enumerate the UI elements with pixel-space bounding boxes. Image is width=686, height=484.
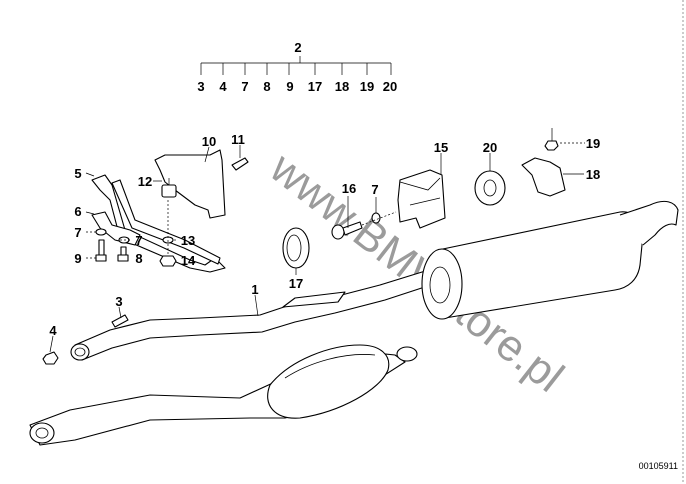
callout-13: 13	[181, 233, 195, 248]
callout-18: 18	[586, 167, 600, 182]
rear-muffler	[421, 200, 679, 320]
leader-lines	[49, 142, 585, 353]
callout-1: 1	[251, 282, 258, 297]
rubber-hanger-20	[474, 170, 506, 206]
callout-6: 6	[74, 204, 81, 219]
callout-7: 7	[135, 233, 142, 248]
callout-10: 10	[202, 134, 216, 149]
component-label: 3	[197, 79, 204, 94]
callout-17: 17	[289, 276, 303, 291]
callout-5: 5	[74, 166, 81, 181]
callout-9: 9	[74, 251, 81, 266]
callout-15: 15	[434, 140, 448, 155]
component-label: 19	[360, 79, 374, 94]
callout-11: 11	[231, 132, 245, 147]
component-label: 17	[308, 79, 322, 94]
mounting-brackets	[91, 149, 249, 273]
rubber-ring-17	[282, 227, 310, 269]
bolt-16	[331, 211, 397, 240]
callout-14: 14	[181, 253, 196, 268]
component-label: 4	[219, 79, 227, 94]
component-label: 18	[335, 79, 349, 94]
callout-8: 8	[135, 251, 142, 266]
callout-12: 12	[138, 174, 152, 189]
diagram-code: 00105911	[639, 461, 678, 471]
catalytic-converter-pipe	[29, 344, 418, 446]
fasteners	[42, 200, 177, 365]
callout-4: 4	[49, 323, 57, 338]
component-label: 20	[383, 79, 397, 94]
callout-3: 3	[115, 294, 122, 309]
callout-19: 19	[586, 136, 600, 151]
component-label: 9	[286, 79, 293, 94]
clamp-18	[521, 128, 566, 197]
callout-7: 7	[74, 225, 81, 240]
hanger-bracket-15	[397, 169, 446, 229]
callout-2: 2	[294, 40, 301, 55]
callout-20: 20	[483, 140, 497, 155]
component-label: 8	[263, 79, 270, 94]
callout-7: 7	[371, 182, 378, 197]
callout-16: 16	[342, 181, 356, 196]
component-label: 7	[241, 79, 248, 94]
assembly-bracket: 2 3 4 7 8 9 17 18 19 20	[197, 40, 397, 94]
